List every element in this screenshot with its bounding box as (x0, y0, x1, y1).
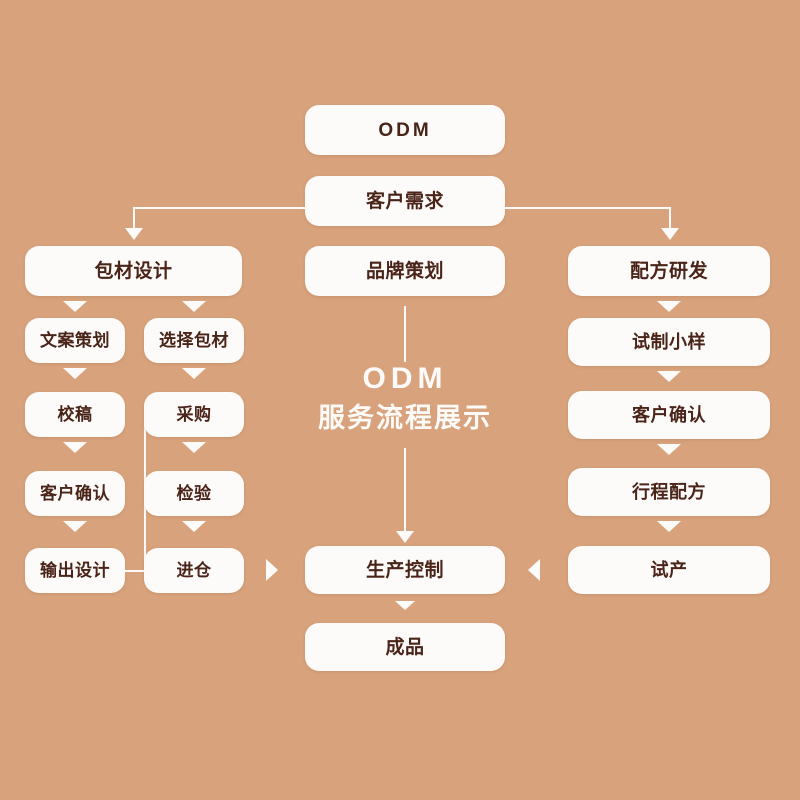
connector-brand-to-production-upper (404, 306, 406, 362)
connector-brand-to-production-lower (404, 448, 406, 533)
node-proofreading[interactable]: 校稿 (25, 392, 125, 437)
node-customer-confirm-right[interactable]: 客户确认 (568, 391, 770, 439)
arrow-customer-confirm-to-output-design (63, 521, 87, 532)
arrow-copywriting-to-proofreading (63, 368, 87, 379)
node-purchasing[interactable]: 采购 (144, 392, 244, 437)
watermark-odm-service-flow: ODM 服务流程展示 (255, 360, 555, 435)
node-package-design[interactable]: 包材设计 (25, 246, 242, 296)
node-brand-planning[interactable]: 品牌策划 (305, 246, 505, 296)
node-inspection[interactable]: 检验 (144, 471, 244, 516)
node-copywriting[interactable]: 文案策划 (25, 318, 125, 363)
node-finished-product[interactable]: 成品 (305, 623, 505, 671)
arrowhead-into-production-control (396, 531, 414, 543)
arrow-select-material-to-purchasing (182, 368, 206, 379)
arrow-trial-production-to-production-control (528, 559, 540, 581)
node-formula-rd[interactable]: 配方研发 (568, 246, 770, 296)
node-trial-production[interactable]: 试产 (568, 546, 770, 594)
connector-fanout-right-drop (669, 207, 671, 229)
node-select-material[interactable]: 选择包材 (144, 318, 244, 363)
node-process-formula[interactable]: 行程配方 (568, 468, 770, 516)
node-production-control[interactable]: 生产控制 (305, 546, 505, 594)
node-odm[interactable]: ODM (305, 105, 505, 155)
arrow-process-formula-to-trial-production (657, 521, 681, 532)
arrow-production-to-finished (395, 601, 415, 610)
node-output-design[interactable]: 输出设计 (25, 548, 125, 593)
arrow-package-to-select-material (182, 301, 206, 312)
arrow-warehousing-to-production-control (266, 559, 278, 581)
watermark-line-2: 服务流程展示 (318, 402, 492, 433)
watermark-line-1: ODM (362, 362, 448, 395)
node-customer-requirement[interactable]: 客户需求 (305, 176, 505, 226)
connector-fanout-left (133, 207, 305, 209)
connector-fanout-left-drop (133, 207, 135, 229)
arrow-proofreading-to-customer-confirm (63, 442, 87, 453)
arrow-customer-confirm-to-process-formula (657, 444, 681, 455)
node-warehousing[interactable]: 进仓 (144, 548, 244, 593)
arrow-trial-sample-to-customer-confirm (657, 371, 681, 382)
connector-fanout-right (505, 207, 671, 209)
arrowhead-into-formula-rd (661, 228, 679, 240)
arrowhead-into-package-design (125, 228, 143, 240)
node-customer-confirm-left[interactable]: 客户确认 (25, 471, 125, 516)
arrow-formula-to-trial-sample (657, 301, 681, 312)
arrow-inspection-to-warehousing (182, 521, 206, 532)
arrow-package-to-copywriting (63, 301, 87, 312)
arrow-purchasing-to-inspection (182, 442, 206, 453)
connector-output-to-purchasing-h1 (125, 570, 145, 572)
node-trial-sample[interactable]: 试制小样 (568, 318, 770, 366)
